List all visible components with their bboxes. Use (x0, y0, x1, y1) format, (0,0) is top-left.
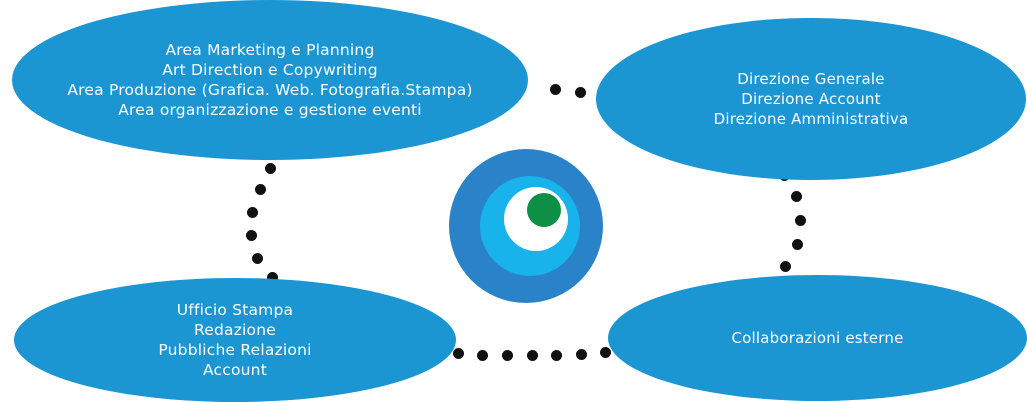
connector-dot (600, 347, 611, 358)
connector-dot (795, 215, 806, 226)
connector-dot (527, 350, 538, 361)
connector-dot (267, 272, 278, 283)
connector-dot (791, 191, 802, 202)
node-line: Area Produzione (Grafica. Web. Fotografi… (67, 81, 473, 99)
node-line: Redazione (193, 321, 277, 339)
node-line: Account (203, 361, 267, 379)
node-external-collaborations: Collaborazioni esterne (608, 275, 1027, 401)
connector-dot (576, 349, 587, 360)
connector-dot (255, 184, 266, 195)
connector-dot (551, 350, 562, 361)
connector-dot (265, 163, 276, 174)
concentric-eye-icon (449, 149, 603, 303)
node-line: Collaborazioni esterne (731, 329, 904, 347)
node-line: Area Marketing e Planning (165, 41, 375, 59)
connector-dot (252, 253, 263, 264)
connector-dot (246, 230, 257, 241)
node-line: Pubbliche Relazioni (158, 341, 312, 359)
node-production-areas: Area Marketing e Planning Art Direction … (12, 0, 528, 160)
node-line: Ufficio Stampa (176, 301, 294, 319)
connector-dot (453, 348, 464, 359)
node-press-office: Ufficio Stampa Redazione Pubbliche Relaz… (14, 278, 456, 402)
logo-center-dot (527, 193, 561, 227)
node-line: Art Direction e Copywriting (162, 61, 378, 79)
node-line: Direzione Account (741, 90, 881, 108)
node-line: Direzione Generale (737, 70, 885, 88)
node-line: Direzione Amministrativa (713, 110, 909, 128)
connector-dot (780, 261, 791, 272)
connector-dot (247, 207, 258, 218)
connector-dot (792, 239, 803, 250)
connector-dot (575, 87, 586, 98)
connector-dot (477, 350, 488, 361)
node-line: Area organizzazione e gestione eventi (118, 101, 422, 119)
connector-dot (550, 84, 561, 95)
node-direction: Direzione Generale Direzione Account Dir… (596, 18, 1026, 180)
connector-dot (502, 350, 513, 361)
